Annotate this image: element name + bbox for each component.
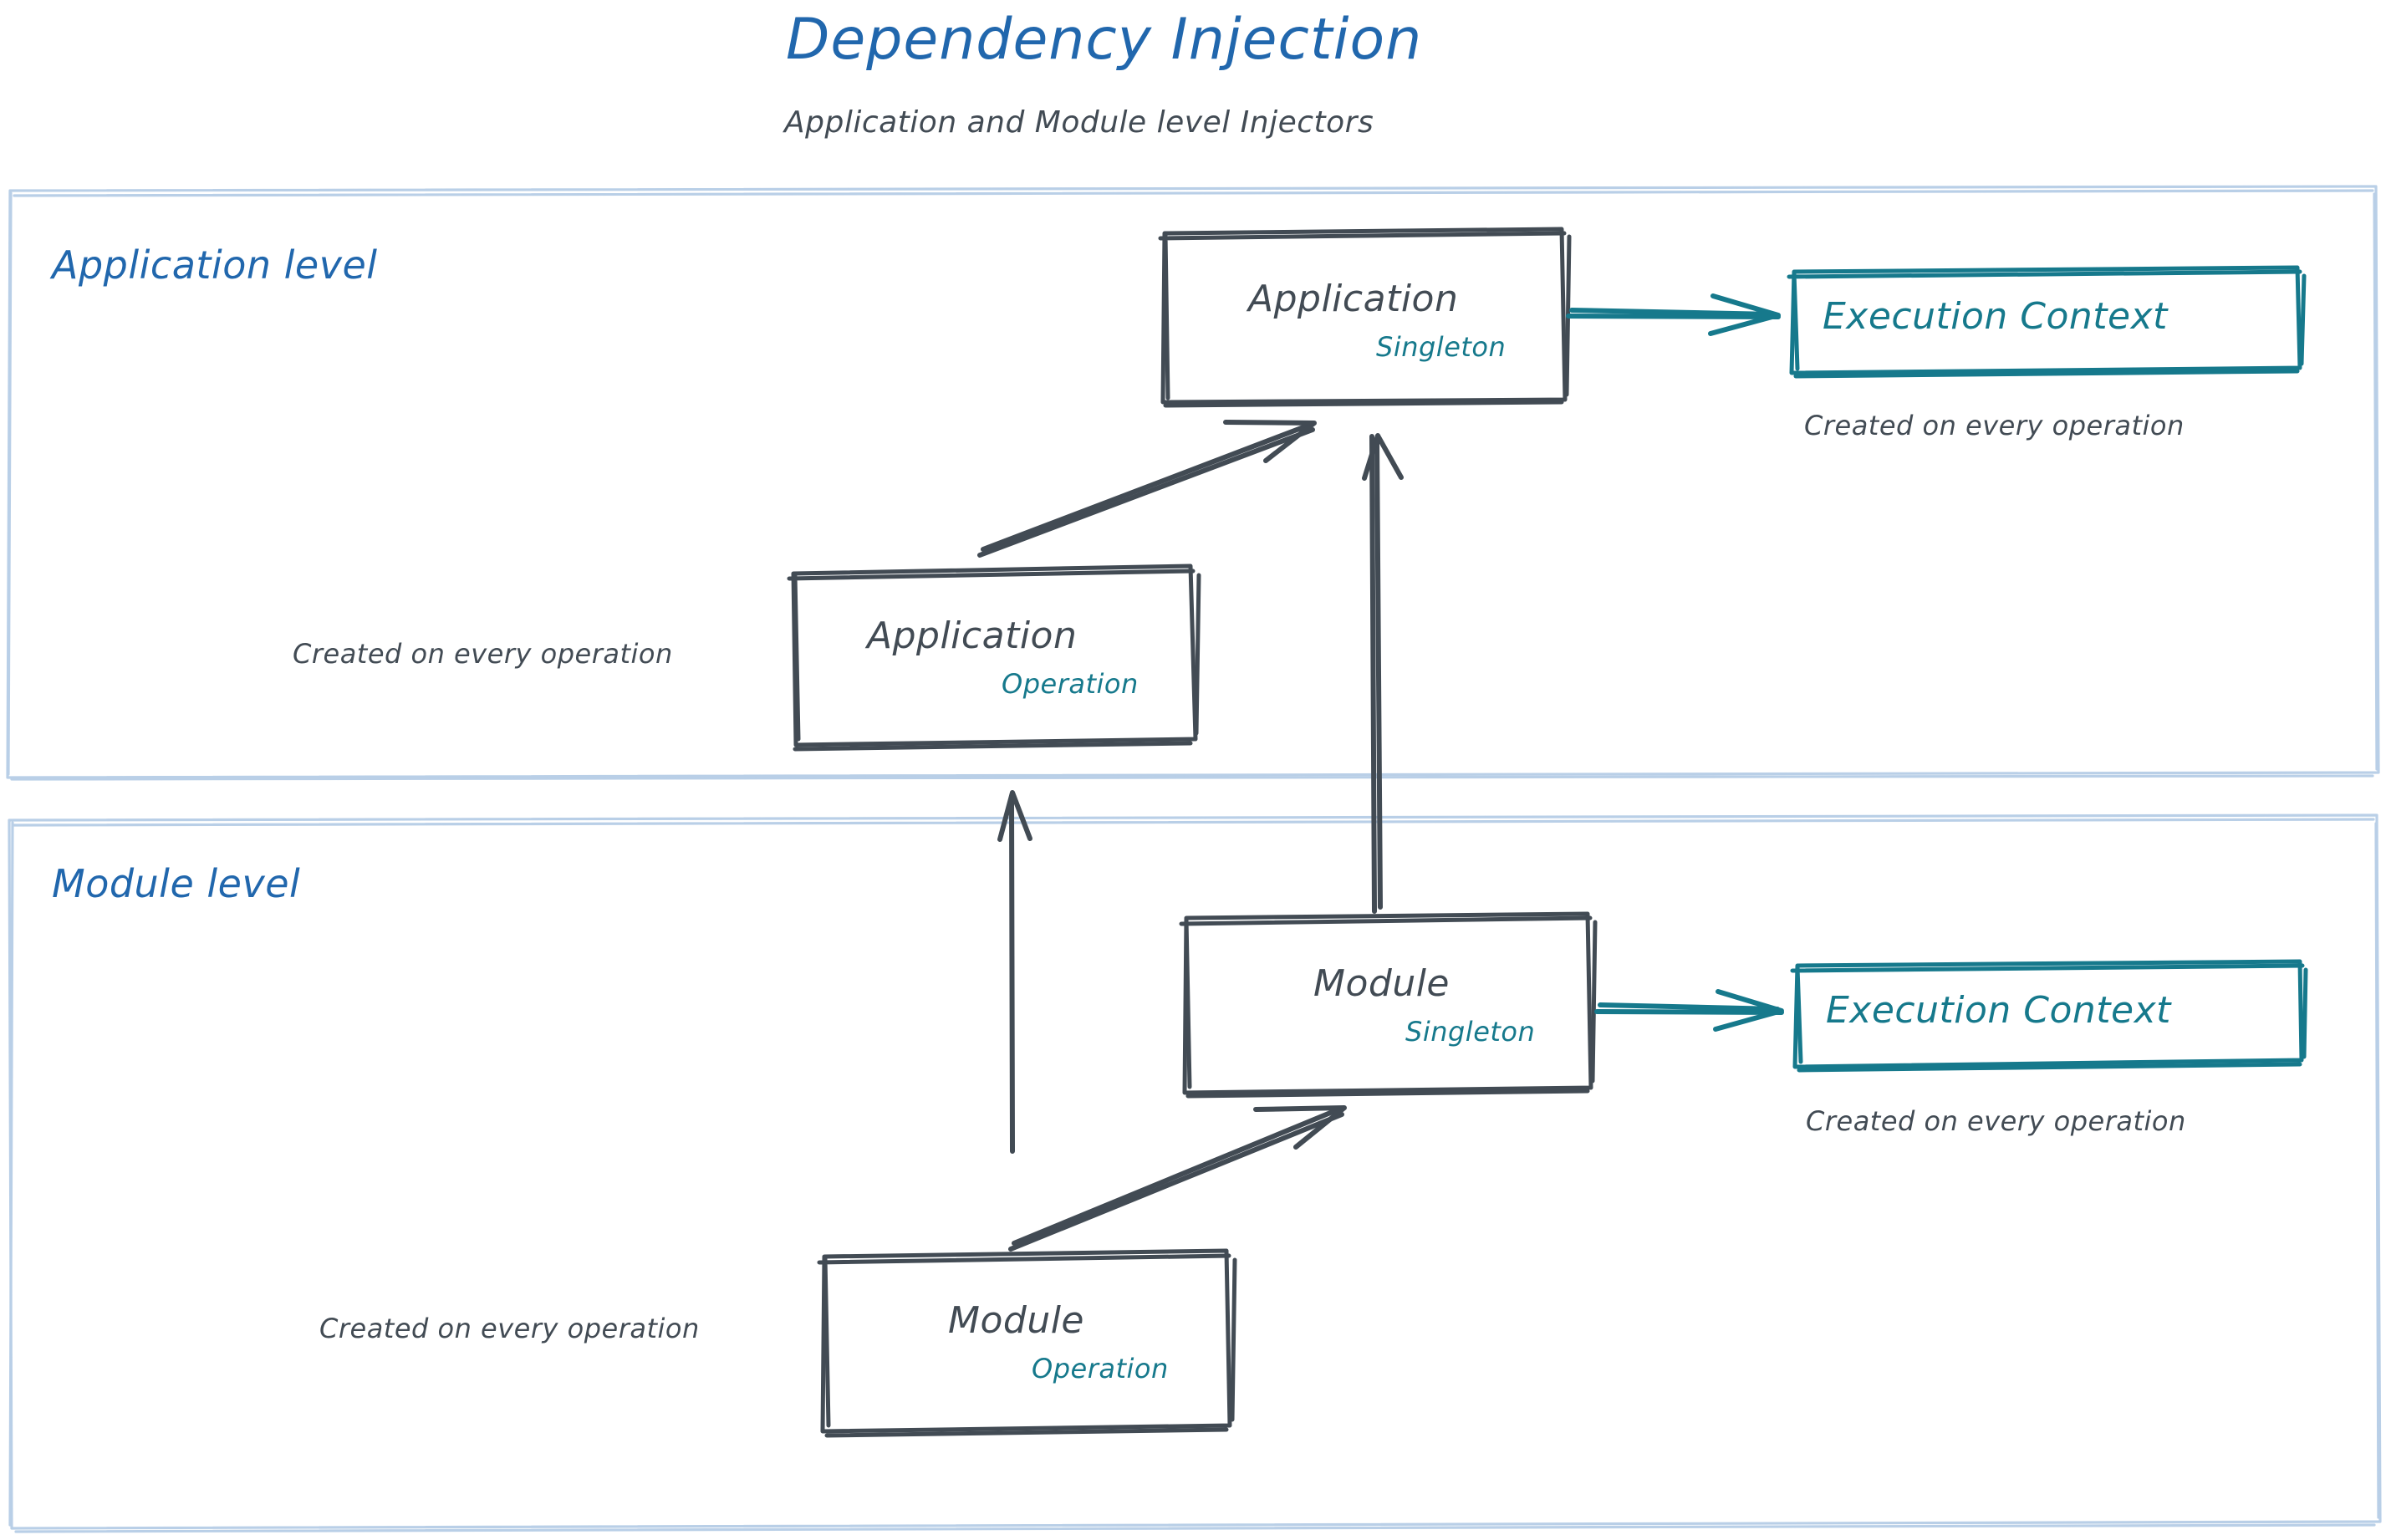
node-module-singleton[interactable]: Module Singleton <box>1186 914 1591 1094</box>
arrow-module-singleton-to-application-singleton <box>1362 433 1404 914</box>
caption-module-operation: Created on every operation <box>319 1313 700 1344</box>
arrow-module-operation-to-module-singleton <box>1008 1105 1347 1252</box>
caption-execution-context-module: Created on every operation <box>1806 1105 2186 1137</box>
arrow-application-operation-to-singleton <box>977 420 1317 558</box>
node-execution-context-module[interactable]: Execution Context <box>1797 961 2302 1067</box>
caption-execution-context-application: Created on every operation <box>1804 410 2185 441</box>
section-label-module-level: Module level <box>52 861 301 906</box>
caption-application-operation: Created on every operation <box>293 638 673 670</box>
node-title: Module <box>948 1299 1084 1342</box>
node-title: Application <box>867 614 1078 657</box>
page-title: Dependency Injection <box>786 7 1423 73</box>
node-title: Application <box>1248 278 1459 320</box>
node-module-operation[interactable]: Module Operation <box>824 1251 1230 1431</box>
node-badge: Singleton <box>1376 331 1507 363</box>
node-title: Execution Context <box>1823 295 2168 338</box>
page-subtitle: Application and Module level Injectors <box>784 105 1374 140</box>
node-badge: Operation <box>1002 668 1139 700</box>
node-application-operation[interactable]: Application Operation <box>793 566 1196 746</box>
node-title: Execution Context <box>1826 989 2171 1032</box>
node-application-singleton[interactable]: Application Singleton <box>1165 229 1566 405</box>
arrow-module-operation-to-application-operation <box>997 790 1032 1154</box>
node-execution-context-application[interactable]: Execution Context <box>1794 268 2300 373</box>
node-title: Module <box>1313 962 1450 1005</box>
node-badge: Operation <box>1032 1353 1169 1384</box>
arrow-module-to-execution-context <box>1594 989 1784 1032</box>
arrow-application-to-execution-context <box>1566 293 1781 336</box>
node-badge: Singleton <box>1405 1016 1536 1048</box>
section-label-application-level: Application level <box>52 242 378 288</box>
